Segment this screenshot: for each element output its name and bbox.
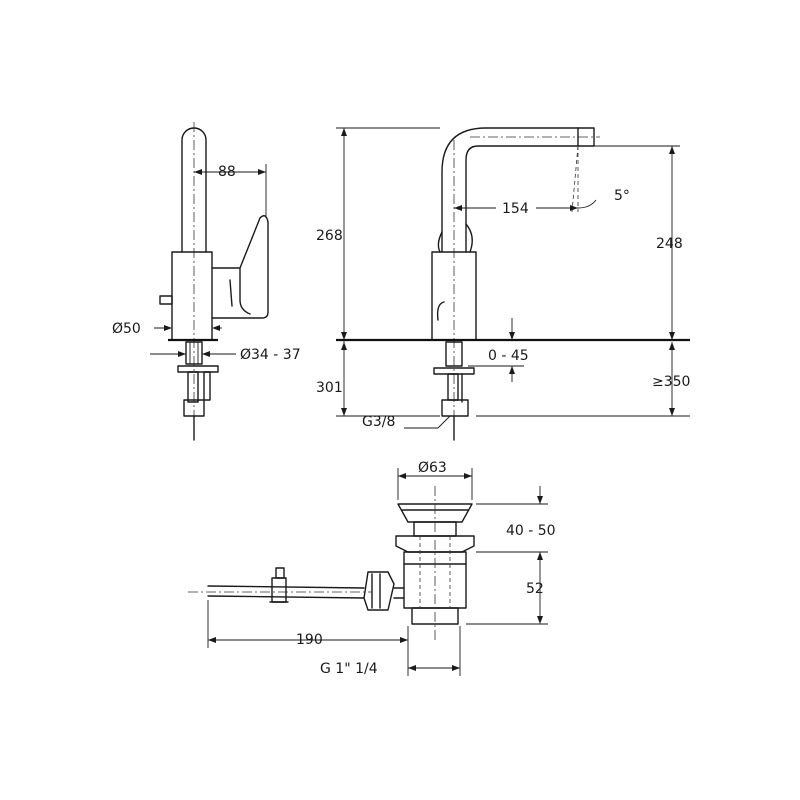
front-spout — [441, 127, 595, 253]
dim-g38-label: G3/8 — [362, 414, 395, 430]
side-body — [171, 251, 213, 341]
dim-350-label: ≥350 — [652, 374, 690, 390]
dim-88-label: 88 — [218, 164, 236, 180]
dim-4050-label: 40 - 50 — [506, 523, 556, 539]
dim-301-label: 301 — [316, 380, 343, 396]
waste-plug — [397, 503, 473, 523]
dim-d34-label: Ø34 - 37 — [240, 347, 301, 363]
dim-268-label: 268 — [316, 228, 343, 244]
side-view: 88 Ø50 Ø34 - 37 — [112, 122, 301, 441]
waste-view: Ø63 40 - 50 52 190 G 1" 1/4 — [188, 460, 556, 677]
dim-045-label: 0 - 45 — [488, 348, 529, 364]
dim-g114-label: G 1" 1/4 — [320, 661, 378, 677]
dim-d63-label: Ø63 — [418, 460, 447, 476]
dim-52-label: 52 — [526, 581, 544, 597]
dim-248-label: 248 — [656, 236, 683, 252]
side-lever — [211, 215, 269, 319]
front-view: 5° 154 268 248 301 0 - 45 — [316, 127, 690, 441]
dim-154-label: 154 — [502, 201, 529, 217]
dim-d50-label: Ø50 — [112, 321, 141, 337]
dim-angle-label: 5° — [614, 188, 630, 204]
dim-190-label: 190 — [296, 632, 323, 648]
